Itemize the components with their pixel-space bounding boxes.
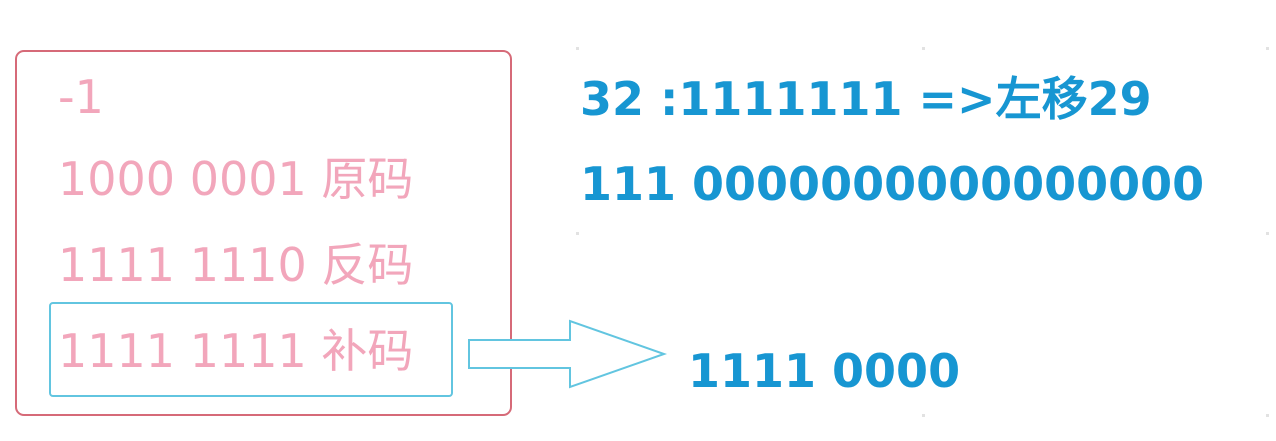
twos-complement-label: 补码 bbox=[321, 324, 414, 378]
ones-complement-label: 反码 bbox=[321, 238, 414, 292]
frame-mark bbox=[1266, 232, 1269, 235]
original-code-bits: 1000 0001 bbox=[58, 152, 307, 206]
ones-complement-row: 1111 1110 反码 bbox=[58, 242, 413, 288]
frame-mark bbox=[1266, 414, 1269, 417]
frame-mark bbox=[576, 232, 579, 235]
frame-mark bbox=[576, 47, 579, 50]
twos-complement-highlight bbox=[49, 302, 453, 397]
frame-mark bbox=[1266, 47, 1269, 50]
shifted-bits: 111 0000000000000000 bbox=[580, 157, 1205, 211]
value-label: -1 bbox=[58, 70, 104, 124]
twos-complement-row: 1111 1111 补码 bbox=[58, 328, 413, 374]
binary-representation-panel bbox=[15, 50, 512, 416]
frame-mark bbox=[922, 414, 925, 417]
original-code-label: 原码 bbox=[321, 152, 414, 206]
original-code-row: 1000 0001 原码 bbox=[58, 156, 413, 202]
ones-complement-bits: 1111 1110 bbox=[58, 238, 307, 292]
right-arrow-icon bbox=[468, 319, 668, 389]
shift-result: 1111 0000 bbox=[688, 344, 961, 398]
frame-mark bbox=[922, 47, 925, 50]
twos-complement-bits: 1111 1111 bbox=[58, 324, 307, 378]
shift-description: 32 :1111111 =>左移29 bbox=[580, 72, 1152, 126]
